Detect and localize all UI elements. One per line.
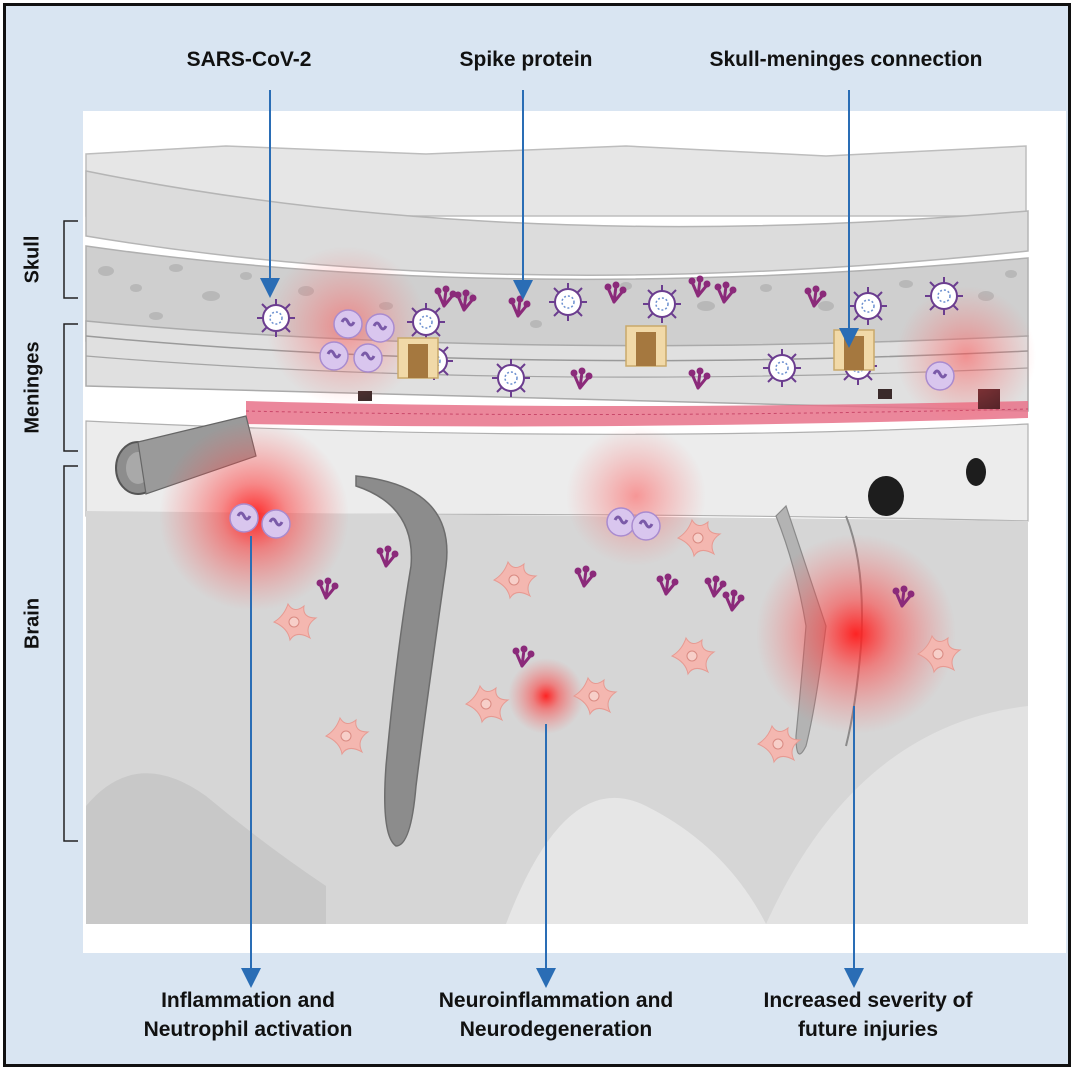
virus-icon (548, 282, 588, 322)
label-severity: Increased severity of future injuries (718, 986, 1018, 1044)
neutrophil-icon (260, 508, 292, 540)
neutrophil-icon (228, 502, 260, 534)
neutrophil-icon (364, 312, 396, 344)
neutrophil-icon (332, 308, 364, 340)
skull-bracket (63, 220, 78, 299)
label-spike-protein: Spike protein (459, 48, 593, 71)
bone-channel-icon (397, 337, 439, 379)
label-neuroinflammation-line2: Neurodegeneration (459, 1018, 653, 1041)
neutrophil-icon (352, 342, 384, 374)
label-skull: Skull (21, 235, 44, 284)
neutrophil-icon (318, 340, 350, 372)
label-inflammation: Inflammation and Neutrophil activation (98, 986, 398, 1044)
virus-icon (256, 298, 296, 338)
label-meninges: Meninges (21, 341, 44, 434)
virus-icon (762, 348, 802, 388)
figure-frame: SARS-CoV-2 Spike protein Skull-meninges … (3, 3, 1071, 1067)
label-neuroinflammation-line1: Neuroinflammation and (438, 989, 674, 1012)
label-inflammation-line1: Inflammation and (161, 989, 335, 1012)
virus-icon (642, 284, 682, 324)
virus-icon (406, 302, 446, 342)
label-severity-line1: Increased severity of (763, 989, 973, 1012)
label-inflammation-line2: Neutrophil activation (143, 1018, 353, 1041)
skull-brain-illustration (63, 90, 1036, 988)
neutrophil-icon (924, 360, 956, 392)
label-skull-meninges-connection: Skull-meninges connection (709, 48, 983, 71)
sulcus-left (355, 475, 448, 847)
neutrophil-icon (630, 510, 662, 542)
neutrophil-icon (605, 506, 637, 538)
virus-icon (924, 276, 964, 316)
meninges-bracket (63, 323, 78, 452)
virus-icon (491, 358, 531, 398)
meningeal-blood-vessel (246, 401, 1028, 427)
virus-icon (848, 286, 888, 326)
bone-channel-icon (625, 325, 667, 367)
bone-channel-icon (833, 329, 875, 371)
label-neuroinflammation: Neuroinflammation and Neurodegeneration (406, 986, 706, 1044)
label-brain: Brain (21, 597, 44, 650)
label-sars-cov-2: SARS-CoV-2 (186, 48, 312, 71)
label-severity-line2: future injuries (797, 1018, 939, 1041)
brain-bracket (63, 465, 78, 842)
